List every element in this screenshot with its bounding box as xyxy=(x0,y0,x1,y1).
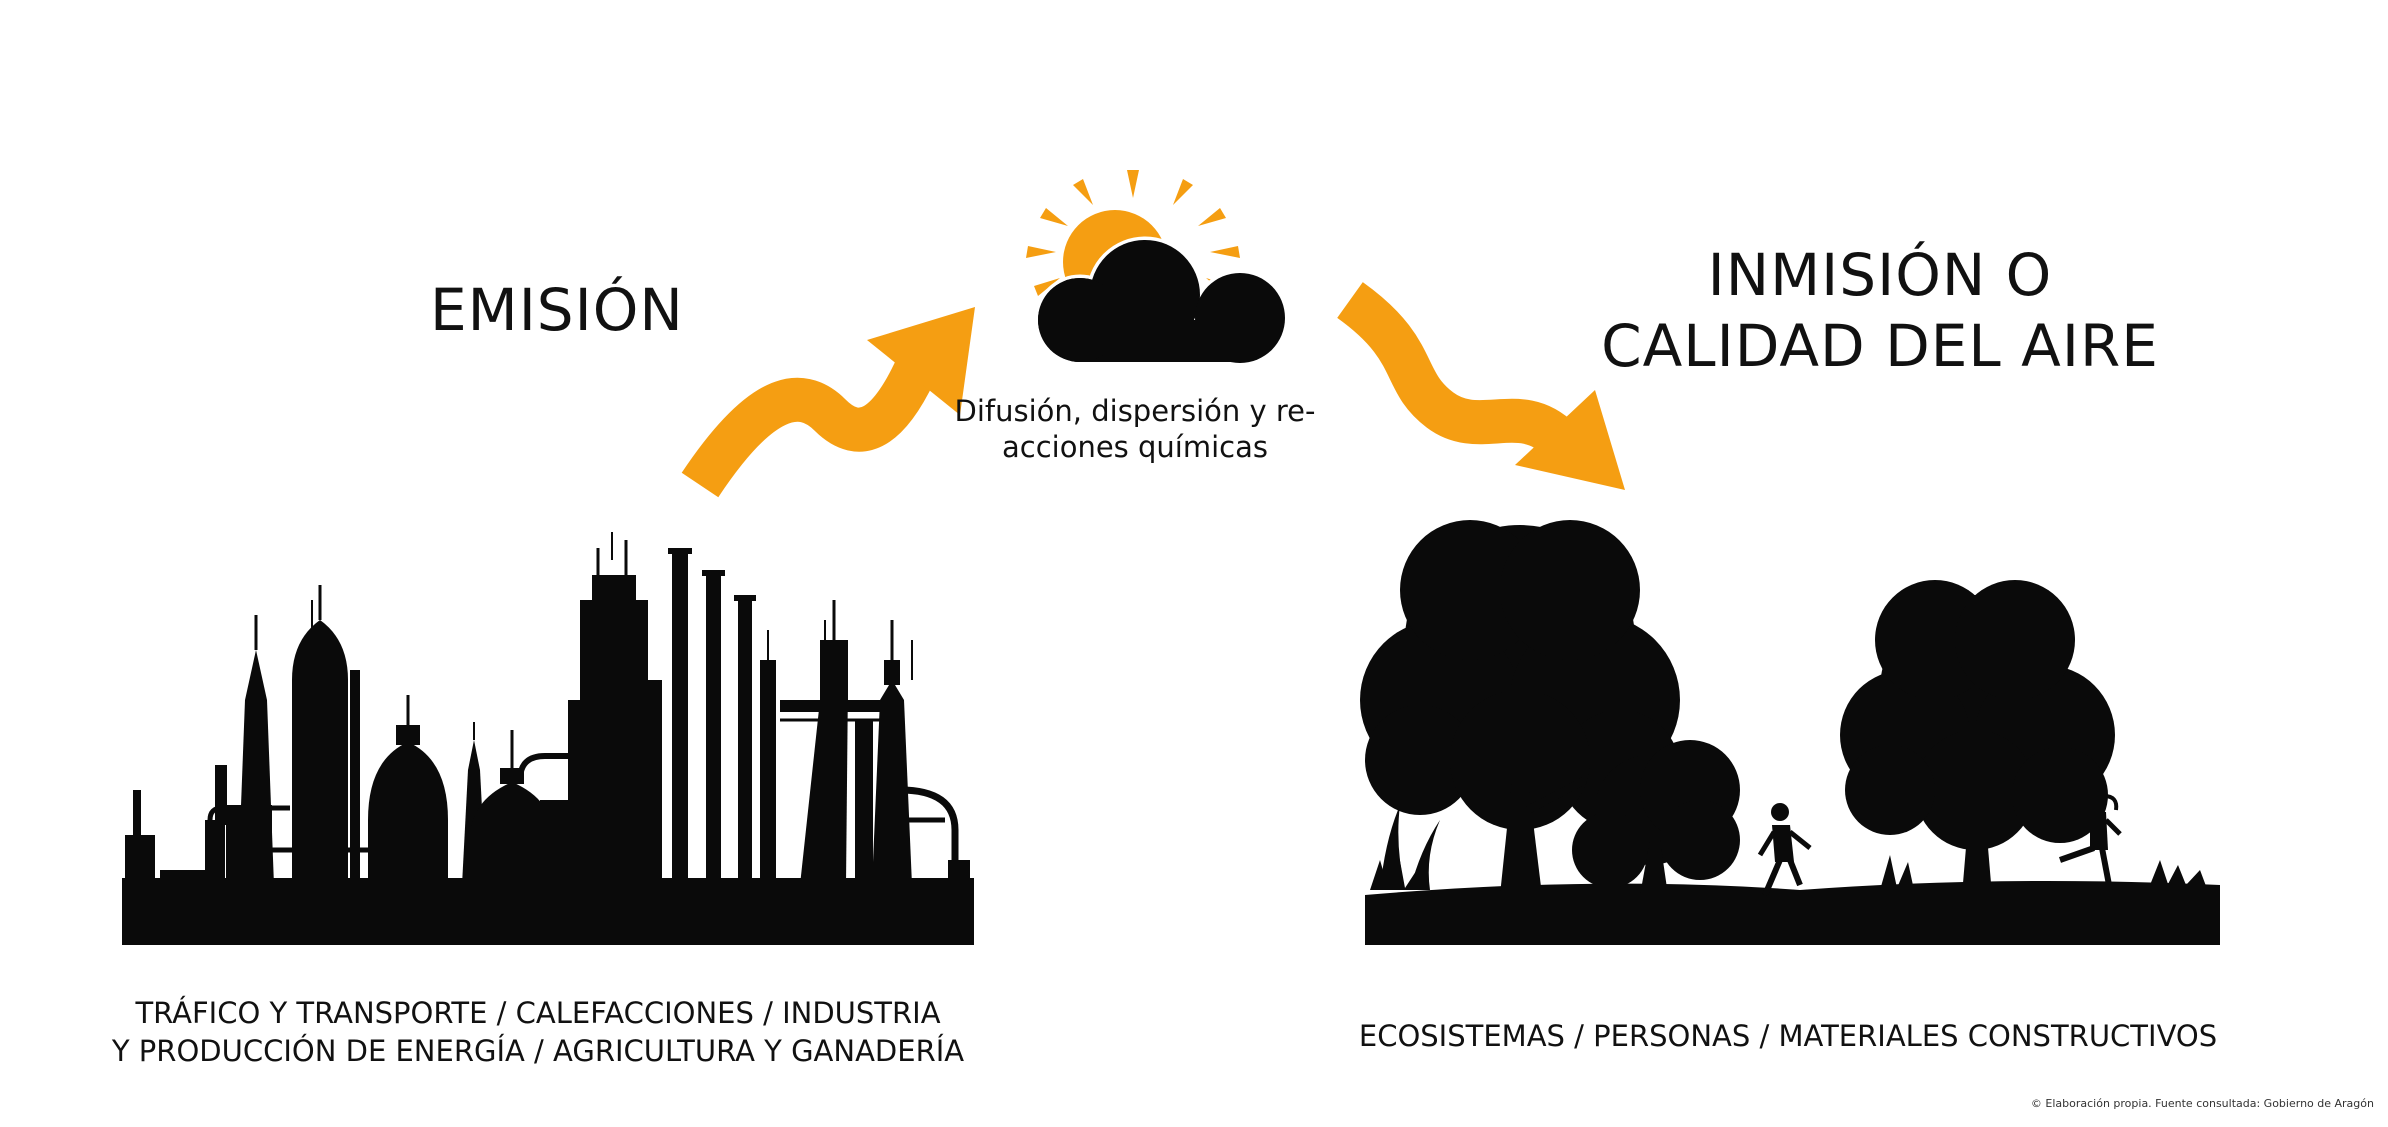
process-caption: Difusión, dispersión y re- acciones quím… xyxy=(955,393,1316,466)
emission-sources: TRÁFICO Y TRANSPORTE / CALEFACCIONES / I… xyxy=(112,995,964,1070)
process-caption-line1: Difusión, dispersión y re- xyxy=(954,394,1316,428)
process-caption-line2: acciones químicas xyxy=(1002,430,1268,465)
sun-cloud-icon xyxy=(1026,170,1289,367)
emission-sources-line2: Y PRODUCCIÓN DE ENERGÍA / AGRICULTURA Y … xyxy=(111,1033,965,1068)
factory-skyline-icon xyxy=(122,532,974,945)
emission-sources-line1: TRÁFICO Y TRANSPORTE / CALEFACCIONES / I… xyxy=(135,996,941,1030)
wavy-arrow-down-icon xyxy=(1336,282,1625,490)
immission-title-line2: CALIDAD DEL AIRE xyxy=(1601,311,2159,380)
emission-title: EMISIÓN xyxy=(430,276,684,344)
park-trees-runners-icon xyxy=(1360,520,2220,945)
immission-title-line1: INMISIÓN O xyxy=(1707,241,2053,309)
wavy-arrow-up-icon xyxy=(681,307,975,498)
source-note: © Elaboración propia. Fuente consultada:… xyxy=(2030,1097,2374,1110)
immission-title: INMISIÓN O CALIDAD DEL AIRE xyxy=(1601,240,2159,382)
immission-receptors: ECOSISTEMAS / PERSONAS / MATERIALES CONS… xyxy=(1358,1019,2218,1053)
